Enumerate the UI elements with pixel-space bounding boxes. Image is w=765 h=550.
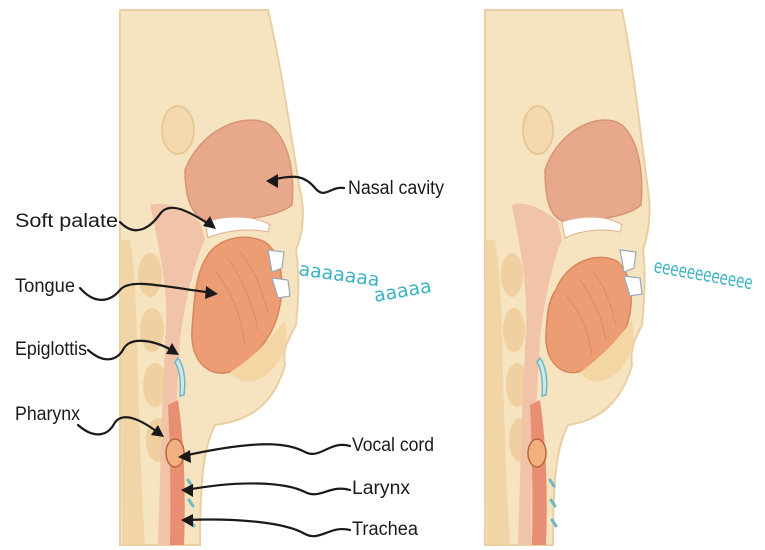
label-vocal-cord: Vocal cord (352, 435, 434, 456)
label-nasal-cavity: Nasal cavity (348, 178, 444, 199)
left-sinus (162, 106, 194, 154)
right-vertebra (501, 253, 523, 297)
right-vocal-cord (528, 439, 546, 467)
trachea-leader (186, 520, 350, 537)
left-vocal-cord (166, 439, 184, 467)
label-tongue: Tongue (15, 276, 75, 297)
left-sound-wave-a: aaaaaaa (297, 258, 381, 291)
right-vertebra (503, 308, 525, 352)
left-head-illustration (120, 10, 303, 545)
right-sinus (523, 106, 553, 154)
right-sound-wave: eeeeeeeeeeee (652, 255, 754, 294)
label-pharynx: Pharynx (15, 404, 80, 425)
label-trachea: Trachea (352, 519, 418, 540)
larynx-leader (186, 483, 350, 494)
label-epiglottis: Epiglottis (15, 339, 87, 360)
label-soft-palate: Soft palate (15, 211, 118, 232)
right-head-illustration (485, 10, 650, 545)
left-sound-wave-b: aaaaa (372, 275, 433, 307)
left-vertebra (138, 253, 162, 297)
label-larynx: Larynx (352, 478, 411, 499)
